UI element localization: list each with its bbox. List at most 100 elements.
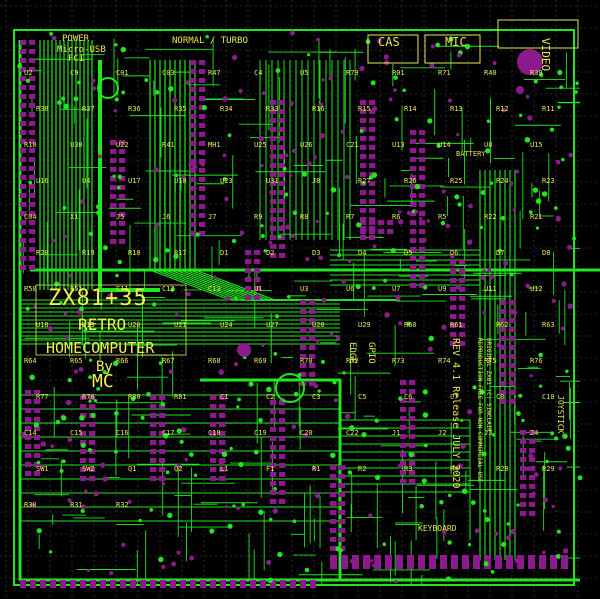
via <box>67 437 73 443</box>
component-pad <box>279 190 286 195</box>
component-pad <box>80 476 87 481</box>
component-pad <box>509 309 516 314</box>
component-pad <box>219 449 226 454</box>
component-pad <box>450 296 457 301</box>
via <box>63 234 68 239</box>
via <box>117 259 122 265</box>
via <box>370 80 376 86</box>
component-pad <box>279 409 286 414</box>
via <box>503 260 509 266</box>
via <box>67 498 72 503</box>
ref-designator: U2 <box>24 69 33 77</box>
via <box>231 54 238 61</box>
via <box>320 359 325 364</box>
component-pad <box>25 471 32 476</box>
via <box>258 509 264 515</box>
via <box>171 561 177 567</box>
via <box>84 489 88 493</box>
via <box>260 224 264 228</box>
via <box>305 256 310 262</box>
edge-connector-pad <box>100 580 106 588</box>
via <box>541 550 546 555</box>
component-pad <box>360 163 367 168</box>
component-pad <box>25 462 32 467</box>
component-pad <box>270 409 277 414</box>
component-pad <box>500 318 507 323</box>
ref-designator: R23 <box>542 177 555 185</box>
component-pad <box>529 439 536 444</box>
via <box>280 224 285 229</box>
component-pad <box>25 426 32 431</box>
edge-connector-pad <box>50 580 56 588</box>
via <box>154 222 160 227</box>
component-pad <box>159 404 166 409</box>
ref-designator: J2 <box>438 429 447 437</box>
ref-designator: C01 <box>116 69 129 77</box>
via <box>447 493 452 498</box>
via <box>40 441 46 447</box>
component-pad <box>450 278 457 283</box>
component-pad <box>20 121 27 126</box>
via <box>218 459 225 466</box>
battery-label: BATTERY <box>456 150 486 158</box>
ref-designator: C1 <box>220 393 229 401</box>
via <box>574 90 578 94</box>
component-pad <box>369 100 376 105</box>
component-pad <box>279 481 286 486</box>
via <box>533 79 538 84</box>
component-pad <box>500 327 507 332</box>
component-pad <box>29 166 36 171</box>
edge-connector-pad <box>290 580 296 588</box>
component-pad <box>89 440 96 445</box>
via <box>480 190 486 195</box>
component-pad <box>400 461 407 466</box>
via <box>114 410 119 416</box>
component-pad <box>270 145 277 150</box>
ref-designator: R76 <box>530 357 543 365</box>
component-pad <box>410 148 417 153</box>
ref-designator: U24 <box>220 321 233 329</box>
via <box>201 105 207 111</box>
via <box>78 366 84 372</box>
component-pad <box>89 458 96 463</box>
component-pad <box>29 85 36 90</box>
via <box>28 180 33 185</box>
via <box>127 499 132 504</box>
component-pad <box>330 510 337 515</box>
component-pad <box>159 476 166 481</box>
ref-designator: R1 <box>312 465 321 473</box>
component-pad <box>159 449 166 454</box>
via <box>442 530 447 535</box>
component-pad <box>190 60 197 65</box>
ref-designator: D4 <box>358 249 367 257</box>
component-pad <box>210 413 217 418</box>
ref-designator: C6 <box>404 393 413 401</box>
via <box>282 166 287 171</box>
component-pad <box>119 194 126 199</box>
component-pad <box>387 220 394 225</box>
edge-connector-pad <box>528 555 535 569</box>
via <box>49 31 53 36</box>
via <box>88 399 92 403</box>
component-pad <box>80 458 87 463</box>
edge-connector-pad <box>200 580 206 588</box>
via <box>318 102 324 108</box>
component-pad <box>219 413 226 418</box>
component-pad <box>419 166 426 171</box>
edge-connector-pad <box>363 555 370 569</box>
component-pad <box>309 345 316 350</box>
via <box>88 231 94 237</box>
via <box>224 196 229 202</box>
edge-connector-pad <box>220 580 226 588</box>
component-pad <box>409 389 416 394</box>
component-pad <box>309 336 316 341</box>
ref-designator: U6 <box>346 285 355 293</box>
via <box>510 272 514 277</box>
via <box>449 253 455 259</box>
via <box>231 238 237 244</box>
component-pad <box>400 416 407 421</box>
ref-designator: C04 <box>24 213 37 221</box>
via <box>61 459 66 464</box>
component-pad <box>459 296 466 301</box>
